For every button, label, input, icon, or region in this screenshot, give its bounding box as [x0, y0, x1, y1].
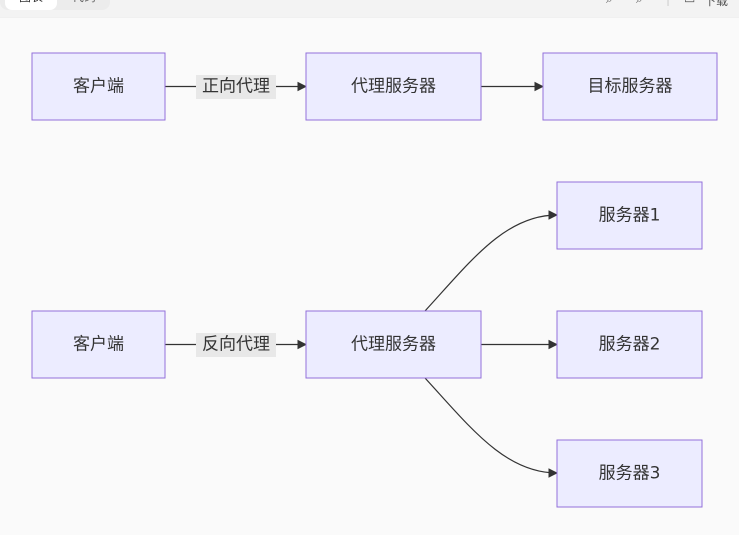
- node-target-server[interactable]: [542, 52, 718, 121]
- tab-code[interactable]: 代码: [62, 0, 106, 10]
- divider: |: [666, 0, 670, 6]
- toolbar: 图表 代码 ⌕ ⌕ | ▭ 下载: [0, 0, 739, 18]
- view-tabs: 图表 代码: [0, 0, 110, 10]
- node-label: 客户端: [73, 335, 124, 355]
- node-label: 代理服务器: [351, 77, 436, 97]
- edge-label-bg: [196, 333, 276, 357]
- zoom-out-icon[interactable]: ⌕: [636, 0, 643, 7]
- node-proxy-reverse[interactable]: [305, 310, 482, 379]
- node-client-reverse[interactable]: [31, 310, 166, 379]
- download-button[interactable]: 下载: [704, 0, 729, 8]
- zoom-in-icon[interactable]: ⌕: [606, 0, 613, 7]
- node-label: 服务器1: [599, 206, 661, 226]
- node-label: 服务器2: [599, 335, 661, 355]
- node-proxy-forward[interactable]: [305, 52, 482, 121]
- node-server3[interactable]: [556, 439, 703, 508]
- node-server2[interactable]: [556, 310, 703, 379]
- node-server1[interactable]: [556, 181, 703, 250]
- download-icon[interactable]: ▭: [684, 0, 695, 6]
- node-client-forward[interactable]: [31, 52, 166, 121]
- edge-label-forward-proxy: 正向代理: [202, 77, 270, 97]
- edge-proxy-server3: [424, 377, 558, 478]
- node-label: 目标服务器: [588, 77, 673, 97]
- node-label: 服务器3: [599, 464, 661, 484]
- node-label: 客户端: [73, 77, 124, 97]
- edge-label-reverse-proxy: 反向代理: [202, 335, 270, 355]
- edge-label-bg: [196, 75, 276, 99]
- node-label: 代理服务器: [351, 335, 436, 355]
- tab-chart[interactable]: 图表: [5, 0, 57, 10]
- edge-proxy-server1: [424, 210, 558, 312]
